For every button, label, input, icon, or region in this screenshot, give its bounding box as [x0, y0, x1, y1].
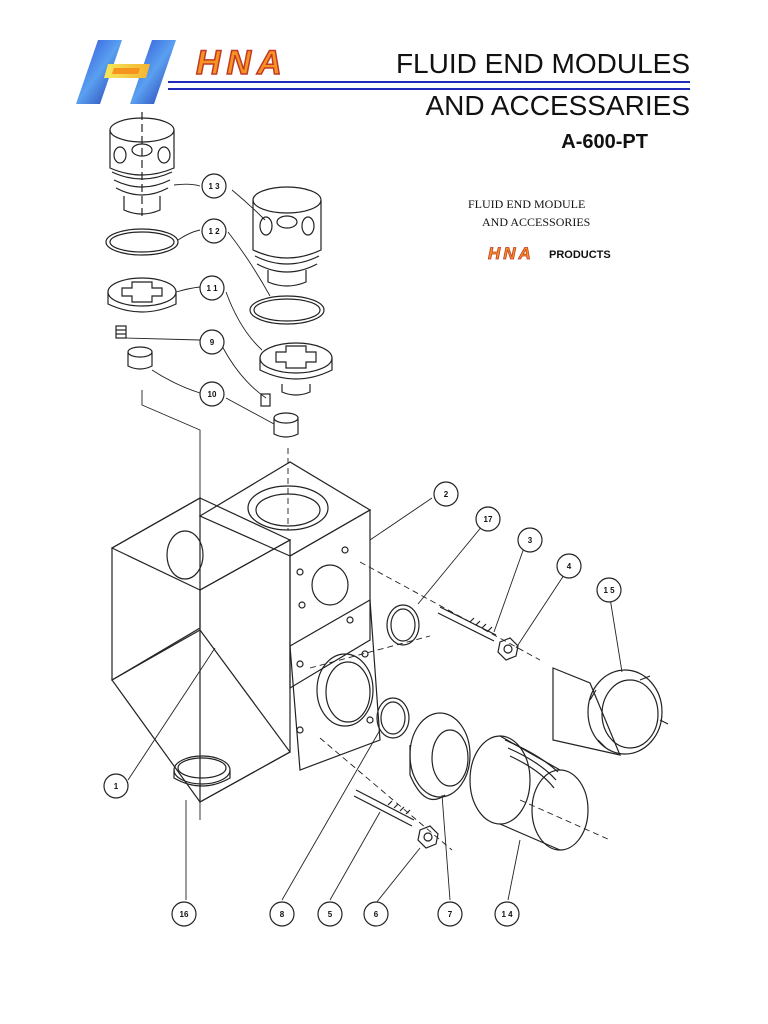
valve-cap-right — [252, 186, 322, 287]
bushing-left — [127, 346, 153, 370]
callout-14-label: 1 4 — [501, 910, 513, 919]
callout-1-circle — [103, 773, 129, 799]
callout-9-circle — [199, 329, 225, 355]
stud-3 — [437, 606, 497, 642]
callout-4: 4 — [556, 553, 582, 579]
callout-16-label: 16 — [180, 910, 189, 919]
callout-7: 7 — [437, 901, 463, 927]
nut-4 — [497, 637, 519, 661]
subheader-brand: HNA — [488, 244, 534, 264]
callout-4-label: 4 — [567, 562, 572, 571]
callout-2: 2 — [433, 481, 459, 507]
callout-5-label: 5 — [328, 910, 333, 919]
packing-7 — [409, 712, 471, 800]
callout-14: 1 4 — [494, 901, 520, 927]
subheader-line2: AND ACCESSORIES — [482, 215, 591, 229]
callout-13-circle — [201, 173, 227, 199]
callout-4-circle — [556, 553, 582, 579]
liner-14 — [469, 735, 589, 851]
subheader-line1: FLUID END MODULE — [468, 197, 586, 211]
callout-3-circle — [517, 527, 543, 553]
page-title-line2: AND ACCESSARIES — [425, 90, 690, 121]
header-rule-bottom — [168, 88, 690, 90]
screw-right — [260, 393, 271, 407]
callout-5-circle — [317, 901, 343, 927]
callout-2-circle — [433, 481, 459, 507]
callout-17-circle — [475, 506, 501, 532]
callout-6: 6 — [363, 901, 389, 927]
callout-14-circle — [494, 901, 520, 927]
callout-10: 10 — [199, 381, 225, 407]
callout-5: 5 — [317, 901, 343, 927]
callout-9-label: 9 — [210, 338, 215, 347]
callout-3-label: 3 — [528, 536, 533, 545]
bushing-right — [273, 412, 299, 438]
callout-12-circle — [201, 218, 227, 244]
callout-11-circle — [199, 275, 225, 301]
callout-11: 1 1 — [199, 275, 225, 301]
callout-15: 1 5 — [596, 577, 622, 603]
screw-left — [115, 325, 127, 339]
seal-ring-left — [105, 228, 179, 256]
callout-8-circle — [269, 901, 295, 927]
callout-13: 1 3 — [201, 173, 227, 199]
fluid-end-block — [110, 461, 381, 804]
callout-7-label: 7 — [448, 910, 453, 919]
hna-logo — [76, 40, 176, 104]
callout-1-label: 1 — [114, 782, 119, 791]
seal-17 — [386, 604, 420, 646]
callout-12: 1 2 — [201, 218, 227, 244]
callout-17: 17 — [475, 506, 501, 532]
callout-1: 1 — [103, 773, 129, 799]
callout-group: 1 3 1 2 1 1 9 10 2 17 3 4 1 5 1 16 8 5 6 7 1 4 — [103, 173, 622, 927]
valve-cap-left — [109, 112, 175, 220]
callout-6-circle — [363, 901, 389, 927]
valve-seat-right — [259, 342, 333, 396]
callout-16: 16 — [171, 901, 197, 927]
callout-9: 9 — [199, 329, 225, 355]
callout-8-label: 8 — [280, 910, 285, 919]
callout-8: 8 — [269, 901, 295, 927]
callout-12-label: 1 2 — [208, 227, 220, 236]
callout-16-circle — [171, 901, 197, 927]
subheader-products: PRODUCTS — [549, 249, 611, 261]
callout-10-circle — [199, 381, 225, 407]
seal-ring-right — [249, 295, 325, 325]
callout-17-label: 17 — [484, 515, 493, 524]
callout-3: 3 — [517, 527, 543, 553]
callout-2-label: 2 — [444, 490, 449, 499]
callout-15-circle — [596, 577, 622, 603]
brand-wordmark: HNA — [195, 43, 288, 83]
leader-lines — [125, 183, 623, 904]
callout-7-circle — [437, 901, 463, 927]
callout-10-label: 10 — [208, 390, 217, 399]
page-title-line1: FLUID END MODULES — [395, 48, 690, 79]
nut-6 — [417, 825, 439, 849]
callout-13-label: 1 3 — [208, 182, 220, 191]
callout-11-label: 1 1 — [206, 284, 218, 293]
seal-ring-16 — [173, 755, 231, 787]
seal-8 — [376, 697, 410, 739]
valve-seat-left — [107, 277, 177, 313]
model-number: A-600-PT — [561, 131, 648, 153]
retainer-15 — [552, 667, 669, 756]
callout-15-label: 1 5 — [603, 586, 615, 595]
stud-5 — [353, 789, 415, 827]
callout-6-label: 6 — [374, 910, 379, 919]
header-rule-top — [168, 81, 690, 83]
